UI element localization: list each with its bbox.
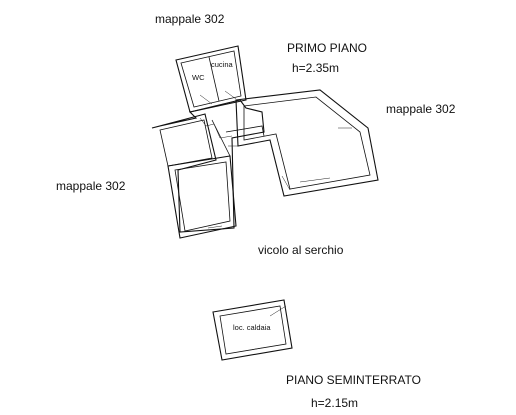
loc-caldaia-label: loc. caldaia xyxy=(233,323,271,332)
wc-cucina-inner-wall xyxy=(180,50,242,108)
vicolo-label: vicolo al serchio xyxy=(258,243,344,257)
lower-left-room-outer xyxy=(167,155,237,239)
caldaia-inner-wall xyxy=(219,305,287,355)
primo-piano-plan xyxy=(151,45,379,239)
left-rooms-outer-wall xyxy=(151,99,265,233)
main-room-inner-wall xyxy=(243,96,371,190)
mappale-top-label: mappale 302 xyxy=(155,12,225,26)
mappale-left-label: mappale 302 xyxy=(56,179,126,193)
caldaia-outer-wall xyxy=(212,299,293,361)
lower-left-room-inner xyxy=(174,161,231,232)
wc-cucina-outer-wall xyxy=(175,45,247,113)
piano-seminterrato-title: PIANO SEMINTERRATO xyxy=(286,373,421,387)
primo-piano-title: PRIMO PIANO xyxy=(287,41,367,55)
wc-door-swing xyxy=(199,94,213,105)
upper-left-room xyxy=(159,119,213,167)
piano-seminterrato-height: h=2.15m xyxy=(311,396,358,410)
caldaia-door xyxy=(249,347,263,351)
primo-piano-height: h=2.35m xyxy=(292,61,339,75)
cucina-label: cucina xyxy=(211,60,234,69)
main-room-window xyxy=(299,177,331,183)
mappale-right-label: mappale 302 xyxy=(386,102,456,116)
caldaia-leader-line xyxy=(269,305,287,317)
main-room-outer-wall xyxy=(235,89,379,197)
door-mark-lower-left xyxy=(207,225,223,229)
main-room-door xyxy=(281,175,291,191)
wc-cucina-partition xyxy=(208,56,220,102)
wc-label: WC xyxy=(192,73,205,82)
seminterrato-plan xyxy=(212,299,293,361)
passage-wall xyxy=(225,125,265,137)
corridor-detail xyxy=(199,117,233,139)
cucina-door-swing xyxy=(224,90,237,100)
